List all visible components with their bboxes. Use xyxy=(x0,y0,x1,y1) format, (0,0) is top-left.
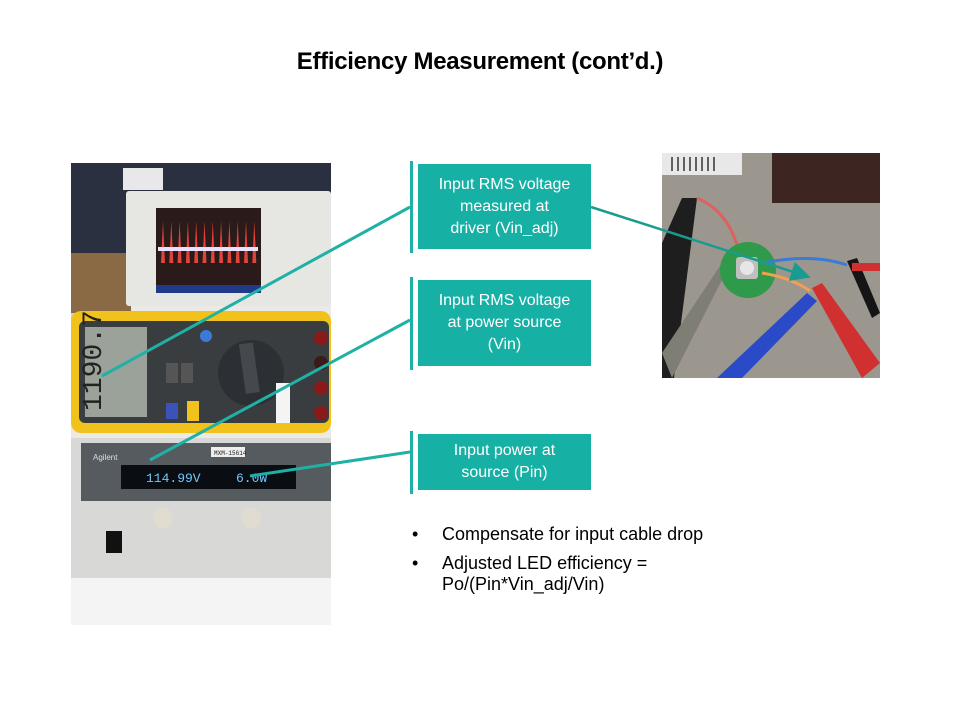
callout-pin-label: Input power at source (Pin) xyxy=(453,442,556,481)
voltage-knob xyxy=(153,508,173,528)
scope-waveform-peak xyxy=(169,221,174,263)
connector-vin-adj-to-multimeter xyxy=(101,205,411,378)
scope-waveform-peak xyxy=(161,221,165,263)
bullet-item: Compensate for input cable drop xyxy=(410,524,770,545)
callout-bracket-1 xyxy=(410,161,413,253)
scope-waveform-peak xyxy=(202,221,207,263)
callout-bracket-3 xyxy=(410,431,413,494)
bench-setup-photo: 1190.7 Agilent MXM-15614 114.99V 6.0W xyxy=(71,163,331,625)
connector-pin-to-power-readout xyxy=(249,450,411,478)
scope-label-card xyxy=(123,168,163,190)
driver-board-photo xyxy=(662,153,880,378)
callout-bracket-2 xyxy=(410,277,413,370)
callout-vin-adj-label: Input RMS voltage measured at driver (Vi… xyxy=(438,175,571,237)
asset-tag: MXM-15614 xyxy=(214,450,247,457)
source-display xyxy=(121,465,296,489)
frequency-knob xyxy=(241,508,261,528)
connector-vin-adj-to-driver xyxy=(590,205,811,281)
multimeter-blue-button xyxy=(200,330,212,342)
multimeter-reading: 1190.7 xyxy=(79,310,110,411)
black-probe-left xyxy=(662,198,697,378)
voltage-readout: 114.99V xyxy=(146,471,201,486)
scope-waveform-peak xyxy=(219,221,224,263)
slide-title: Efficiency Measurement (cont’d.) xyxy=(296,48,664,75)
agilent-logo: Agilent xyxy=(93,453,118,462)
scope-waveform-peak xyxy=(227,221,232,263)
connector-vin-to-voltage-readout xyxy=(149,318,411,462)
scope-waveform-peak xyxy=(252,221,257,263)
callout-pin: Input power at source (Pin) xyxy=(418,434,591,490)
callout-vin-adj: Input RMS voltage measured at driver (Vi… xyxy=(418,164,591,249)
scope-waveform-band xyxy=(158,247,258,251)
blue-probe xyxy=(717,293,817,378)
callout-vin-label: Input RMS voltage at power source (Vin) xyxy=(438,292,571,353)
bullet-item: Adjusted LED efficiency = Po/(Pin*Vin_ad… xyxy=(410,553,770,595)
scope-waveform-peak xyxy=(185,221,190,263)
bullet-text: Compensate for input cable drop xyxy=(442,524,704,544)
scope-waveform-peak xyxy=(210,221,215,263)
bullet-text: Adjusted LED efficiency = Po/(Pin*Vin_ad… xyxy=(442,553,648,594)
scope-waveform-peak xyxy=(244,221,248,263)
scope-waveform-peak xyxy=(177,221,182,263)
line-switch xyxy=(106,531,122,553)
scope-waveform-peak xyxy=(194,221,199,263)
callout-vin: Input RMS voltage at power source (Vin) xyxy=(418,280,591,366)
bullet-list: Compensate for input cable drop Adjusted… xyxy=(410,524,770,603)
multimeter-lcd xyxy=(85,327,147,417)
red-probe xyxy=(812,283,880,378)
scope-waveform-peak xyxy=(235,221,240,263)
